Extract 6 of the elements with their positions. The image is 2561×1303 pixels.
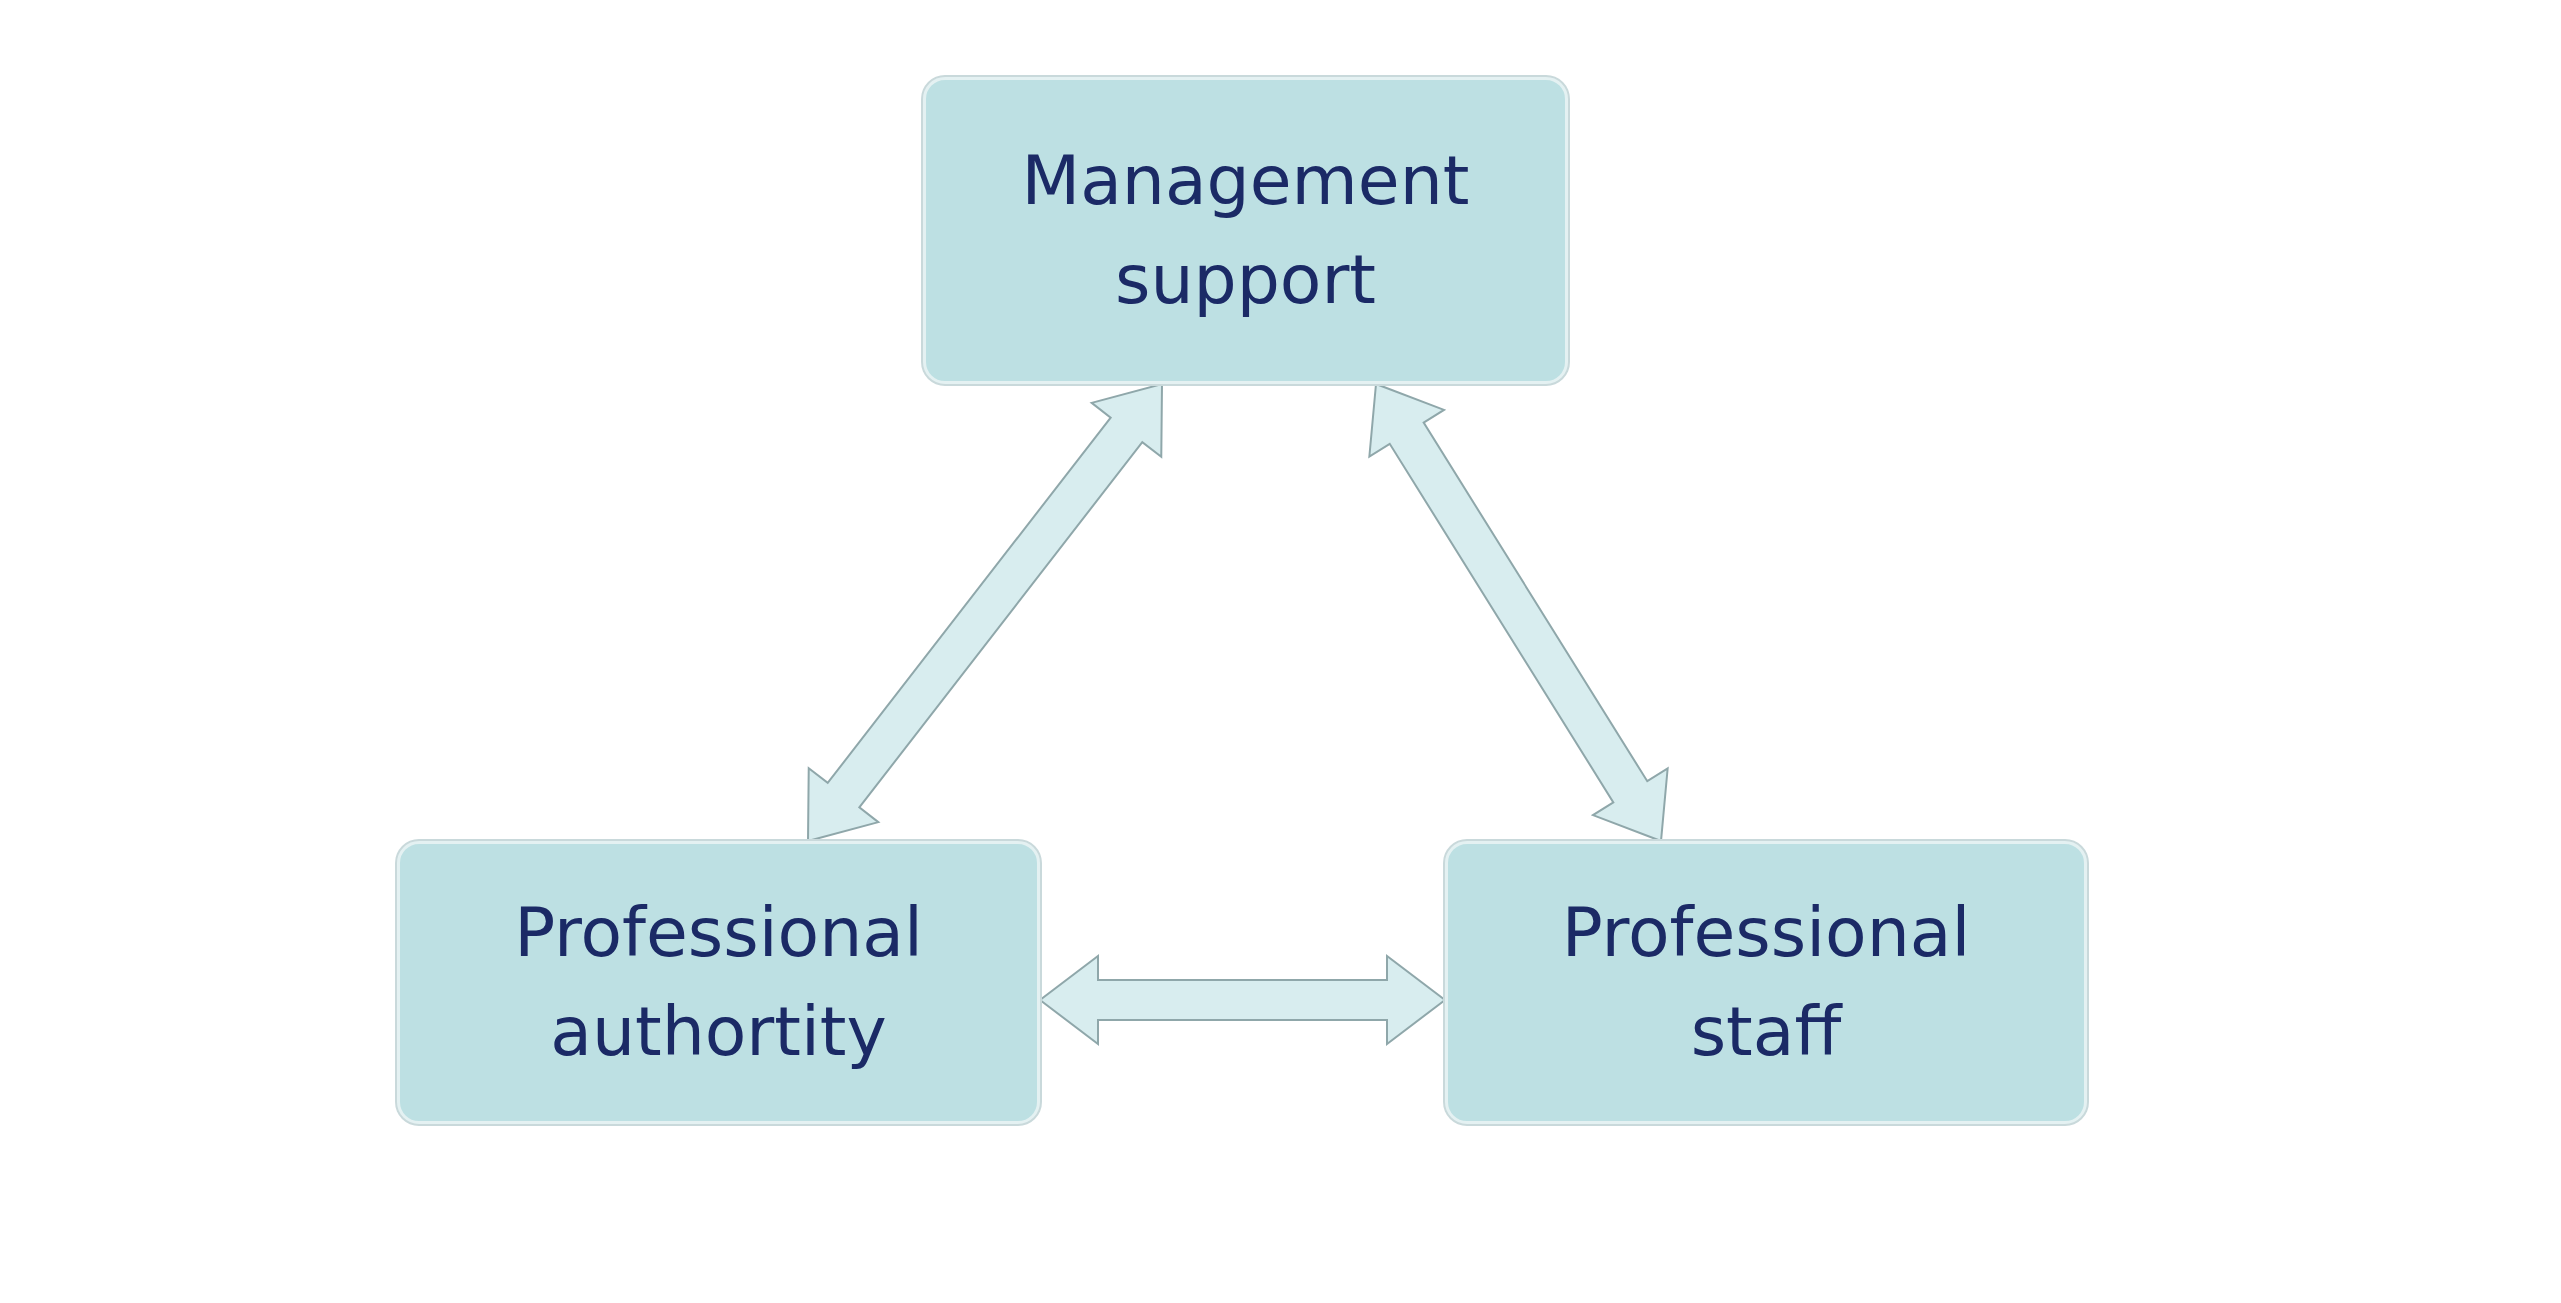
process-box — [397, 841, 1040, 1124]
box-label: Professional staff — [1560, 891, 1972, 1073]
box-label: Professional authortity — [513, 891, 924, 1073]
process-box — [923, 77, 1568, 384]
process-box — [1445, 841, 2087, 1124]
box-label: Management support — [1020, 139, 1471, 321]
